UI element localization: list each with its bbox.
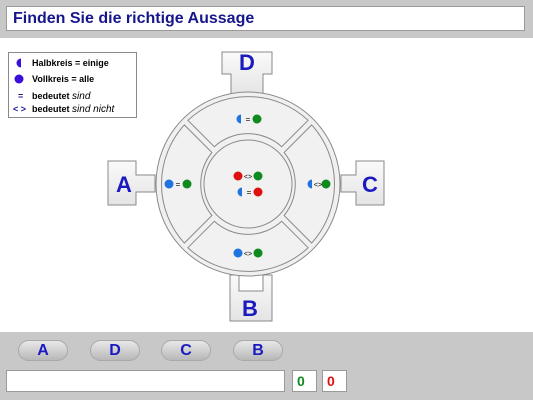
half-circle-icon <box>16 58 21 68</box>
red-circle-icon <box>253 187 263 197</box>
green-circle-icon <box>253 171 263 181</box>
blue-circle-icon <box>233 248 243 258</box>
connector-tabs <box>107 51 385 322</box>
statement-right: <> <box>307 179 331 189</box>
label-b: B <box>242 296 258 321</box>
sector-top[interactable] <box>187 96 309 148</box>
green-circle-icon <box>321 179 331 189</box>
label-d: D <box>239 50 255 75</box>
legend-equals-text: bedeutet sind <box>32 91 91 102</box>
selection-wheel: D A C B = = <> <> <box>107 50 385 322</box>
answer-bar: A D C B 0 0 <box>0 332 533 400</box>
svg-text:<>: <> <box>314 182 322 189</box>
score-correct: 0 <box>292 370 317 392</box>
answer-button-b[interactable]: B <box>233 340 283 361</box>
svg-text:=: = <box>247 188 252 197</box>
blue-half-circle-icon <box>236 114 241 124</box>
statement-center: <> = <box>233 171 263 197</box>
sector-bottom[interactable] <box>187 220 309 272</box>
legend-equals-symbol: = <box>18 91 24 101</box>
page-title: Finden Sie die richtige Aussage <box>6 6 525 31</box>
full-circle-icon <box>14 74 24 84</box>
feedback-field[interactable] <box>6 370 285 392</box>
legend-box: Halbkreis = einige Vollkreis = alle = be… <box>8 52 137 118</box>
blue-half-circle-icon <box>307 179 312 189</box>
sector-center[interactable] <box>203 139 293 229</box>
svg-text:<>: <> <box>244 251 252 258</box>
svg-text:<>: <> <box>244 174 252 181</box>
answer-button-d[interactable]: D <box>90 340 140 361</box>
legend-full-circle-text: Vollkreis = alle <box>32 74 95 84</box>
statement-top: = <box>236 114 262 124</box>
svg-text:=: = <box>246 115 251 124</box>
label-a: A <box>116 172 132 197</box>
statement-bottom: <> <box>233 248 263 258</box>
answer-button-c[interactable]: C <box>161 340 211 361</box>
legend-not-equals-text: bedeutet sind nicht <box>32 104 115 115</box>
blue-half-circle-icon <box>237 187 242 197</box>
legend-not-equals-symbol: < > <box>13 104 27 114</box>
green-circle-icon <box>252 114 262 124</box>
label-c: C <box>362 172 378 197</box>
green-circle-icon <box>253 248 263 258</box>
blue-circle-icon <box>164 179 174 189</box>
answer-button-a[interactable]: A <box>18 340 68 361</box>
tab-right <box>340 160 385 206</box>
statement-left: = <box>164 179 192 189</box>
svg-text:=: = <box>176 180 181 189</box>
title-bar: Finden Sie die richtige Aussage <box>0 0 533 38</box>
green-circle-icon <box>182 179 192 189</box>
score-wrong: 0 <box>322 370 347 392</box>
red-circle-icon <box>233 171 243 181</box>
tab-left <box>107 160 156 206</box>
legend-half-circle-text: Halbkreis = einige <box>32 58 109 68</box>
